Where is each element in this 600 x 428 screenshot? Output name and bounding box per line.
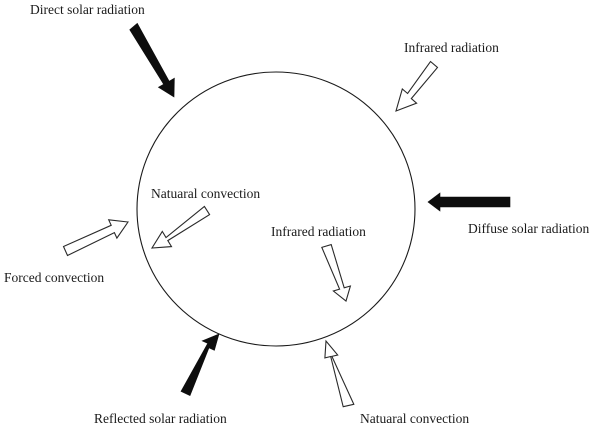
natural-conv-inner-arrow — [150, 205, 211, 249]
label-forced-convection: Forced convection — [4, 270, 104, 285]
direct-solar-arrow — [129, 22, 175, 98]
label-natural-conv-outer: Natuaral convection — [360, 411, 469, 426]
label-infrared-inner: Infrared radiation — [271, 224, 366, 239]
forced-convection-arrow — [62, 219, 129, 257]
label-reflected-solar: Reflected solar radiation — [94, 411, 227, 426]
label-direct-solar: Direct solar radiation — [30, 2, 145, 17]
label-diffuse-solar: Diffuse solar radiation — [468, 221, 589, 236]
label-infrared-outer: Infrared radiation — [404, 40, 499, 55]
infrared-inner-arrow — [321, 243, 352, 302]
reflected-solar-arrow — [180, 333, 220, 397]
body-circle — [136, 71, 416, 347]
label-natural-conv-inner: Natuaral convection — [151, 186, 260, 201]
diffuse-solar-arrow — [427, 192, 511, 212]
infrared-outer-arrow — [395, 60, 439, 112]
natural-conv-outer-arrow — [324, 339, 355, 408]
